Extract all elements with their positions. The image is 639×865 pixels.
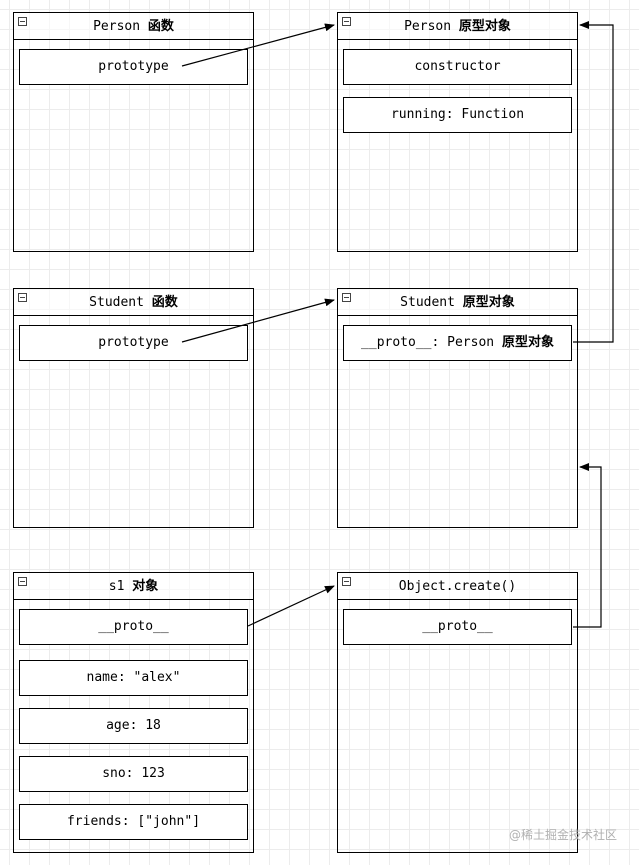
person-function-title: Person xyxy=(93,19,141,34)
object-create-box: Object.create() __proto__ xyxy=(337,572,578,853)
arrow-student-proto-to-person-proto xyxy=(573,21,614,343)
collapse-icon[interactable] xyxy=(342,577,351,586)
student-prototype-box: Student 原型对象 __proto__: Person 原型对象 xyxy=(337,288,578,528)
s1-age-field: age: 18 xyxy=(19,708,248,744)
s1-object-title: s1 xyxy=(108,579,125,594)
s1-name-field: name: "alex" xyxy=(19,660,248,696)
arrow-s1-proto xyxy=(247,585,335,627)
s1-object-box: s1 对象 __proto__ name: "alex" age: 18 sno… xyxy=(13,572,254,853)
student-function-box: Student 函数 prototype xyxy=(13,288,254,528)
collapse-icon[interactable] xyxy=(342,17,351,26)
student-prototype-proto-field: __proto__: Person 原型对象 xyxy=(343,325,572,361)
student-function-title-zh: 函数 xyxy=(151,295,178,310)
person-function-box: Person 函数 prototype xyxy=(13,12,254,252)
object-create-header: Object.create() xyxy=(338,573,577,600)
student-function-header: Student 函数 xyxy=(14,289,253,316)
collapse-icon[interactable] xyxy=(342,293,351,302)
student-prototype-title-zh: 原型对象 xyxy=(462,295,515,310)
s1-object-title-zh: 对象 xyxy=(132,579,159,594)
person-prototype-header: Person 原型对象 xyxy=(338,13,577,40)
object-create-proto-field: __proto__ xyxy=(343,609,572,645)
s1-sno-field: sno: 123 xyxy=(19,756,248,792)
person-prototype-title-zh: 原型对象 xyxy=(458,19,511,34)
s1-proto-field: __proto__ xyxy=(19,609,248,645)
person-prototype-running-field: running: Function xyxy=(343,97,572,133)
student-prototype-title: Student xyxy=(400,295,455,310)
student-prototype-proto-label: __proto__: Person xyxy=(361,335,495,350)
student-function-prototype-field: prototype xyxy=(19,325,248,361)
s1-friends-field: friends: ["john"] xyxy=(19,804,248,840)
collapse-icon[interactable] xyxy=(18,577,27,586)
object-create-title: Object.create() xyxy=(398,579,517,594)
person-prototype-title: Person xyxy=(404,19,452,34)
person-function-prototype-field: prototype xyxy=(19,49,248,85)
collapse-icon[interactable] xyxy=(18,17,27,26)
person-function-title-zh: 函数 xyxy=(147,19,174,34)
student-function-title: Student xyxy=(89,295,144,310)
collapse-icon[interactable] xyxy=(18,293,27,302)
person-prototype-constructor-field: constructor xyxy=(343,49,572,85)
student-prototype-header: Student 原型对象 xyxy=(338,289,577,316)
watermark: @稀土掘金技术社区 xyxy=(508,828,617,842)
student-prototype-proto-label-zh: 原型对象 xyxy=(501,335,554,350)
s1-object-header: s1 对象 xyxy=(14,573,253,600)
person-prototype-box: Person 原型对象 constructor running: Functio… xyxy=(337,12,578,252)
person-function-header: Person 函数 xyxy=(14,13,253,40)
